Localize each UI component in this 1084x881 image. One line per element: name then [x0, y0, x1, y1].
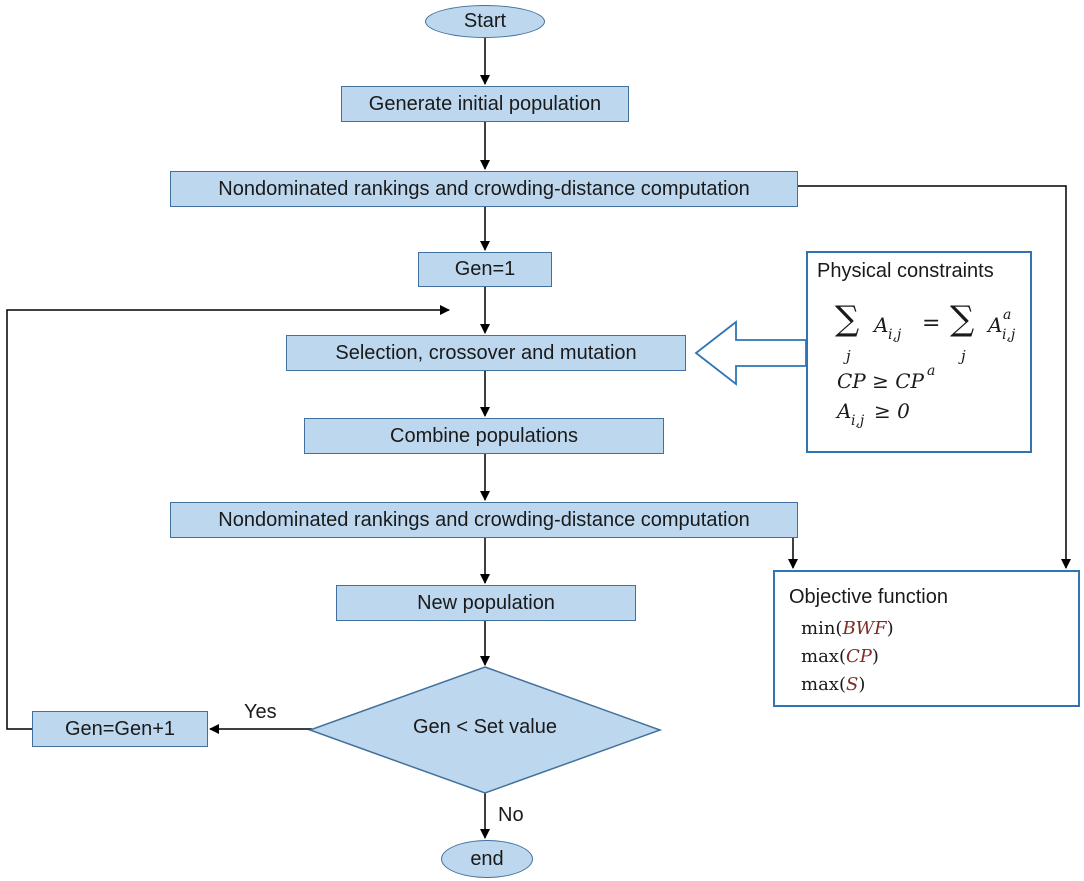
sum-symbol-right: ∑: [950, 299, 975, 339]
ranking-step-1: Nondominated rankings and crowding-dista…: [170, 171, 798, 207]
rhs-superscript: a: [1003, 307, 1012, 323]
generate-population-step: Generate initial population: [341, 86, 629, 122]
new-population-label: New population: [417, 591, 555, 614]
constraints-title: Physical constraints: [817, 260, 994, 282]
cp-constraint-sup: a: [927, 363, 936, 379]
objective-title: Objective function: [789, 586, 948, 608]
combine-label: Combine populations: [390, 424, 578, 447]
objective-min-bwf: min(BWF): [801, 618, 894, 639]
arrow-rank1-objective: [797, 185, 1071, 569]
generate-population-label: Generate initial population: [368, 92, 602, 115]
nonneg-subscript: i,j: [851, 413, 865, 429]
gen-init-label: Gen=1: [454, 258, 516, 280]
objective-arg-1: BWF: [842, 618, 887, 639]
selection-step: Selection, crossover and mutation: [286, 335, 686, 371]
objective-fn-3: max: [801, 674, 839, 695]
new-population-step: New population: [336, 585, 636, 621]
increment-label: Gen=Gen+1: [64, 717, 176, 740]
increment-step: Gen=Gen+1: [32, 711, 208, 747]
equals-sign: =: [922, 311, 941, 336]
rhs-subscript: i,j: [1002, 327, 1016, 343]
constraint-block-arrow: [694, 320, 807, 386]
end-label: end: [470, 847, 504, 870]
decision-label: Gen < Set value: [413, 716, 557, 738]
lhs-subscript: i,j: [888, 327, 902, 343]
lhs-variable: A: [874, 313, 889, 337]
no-label: No: [498, 804, 524, 826]
start-label: Start: [463, 10, 507, 32]
yes-label: Yes: [244, 701, 277, 723]
loop-back-line: [6, 305, 450, 730]
sum-symbol-left: ∑: [835, 299, 860, 339]
combine-step: Combine populations: [304, 418, 664, 454]
cp-constraint: CP ≥ CP: [837, 369, 924, 393]
objective-arg-3: S: [845, 674, 859, 695]
ranking-step-1-label: Nondominated rankings and crowding-dista…: [218, 177, 750, 200]
objective-panel: Objective function min(BWF) max(CP) max(…: [773, 570, 1080, 707]
ranking-step-2-label: Nondominated rankings and crowding-dista…: [218, 508, 750, 531]
objective-max-cp: max(CP): [801, 646, 879, 667]
objective-fn-2: max: [801, 646, 839, 667]
start-node: Start: [425, 5, 545, 38]
nonneg-rest: ≥ 0: [874, 399, 910, 423]
selection-label: Selection, crossover and mutation: [335, 341, 637, 364]
objective-max-s: max(S): [801, 674, 866, 695]
objective-fn-1: min: [801, 618, 836, 639]
objective-arg-2: CP: [845, 646, 872, 667]
end-node: end: [441, 840, 533, 878]
arrow-rank2-objective: [788, 536, 798, 569]
ranking-step-2: Nondominated rankings and crowding-dista…: [170, 502, 798, 538]
constraints-panel: Physical constraints ∑ j A i,j = ∑ j A a…: [806, 251, 1032, 453]
rhs-variable: A: [988, 313, 1003, 337]
sum-index-right: j: [961, 347, 966, 365]
gen-init-step: Gen=1: [418, 252, 552, 287]
sum-index-left: j: [846, 347, 851, 365]
nonneg-variable: A: [837, 399, 852, 423]
